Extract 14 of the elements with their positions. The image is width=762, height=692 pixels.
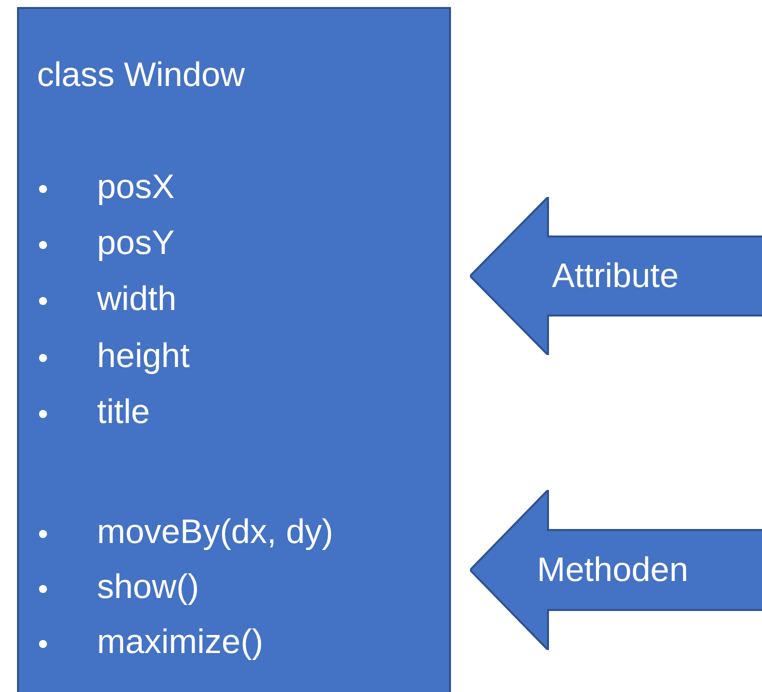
arrow-label: Attribute xyxy=(552,256,679,296)
list-item: posX xyxy=(97,167,174,207)
list-item: width xyxy=(97,279,176,319)
block-arrow xyxy=(470,490,762,650)
block-arrow xyxy=(470,197,762,355)
list-item: show() xyxy=(97,567,200,607)
class-box xyxy=(17,7,451,692)
list-item: maximize() xyxy=(97,622,264,662)
arrow-label: Methoden xyxy=(537,550,688,590)
list-item: posY xyxy=(97,223,174,263)
list-item: height xyxy=(97,336,190,376)
list-item: moveBy(dx, dy) xyxy=(97,512,334,552)
list-item: title xyxy=(97,392,150,432)
class-name: class Window xyxy=(37,55,245,95)
